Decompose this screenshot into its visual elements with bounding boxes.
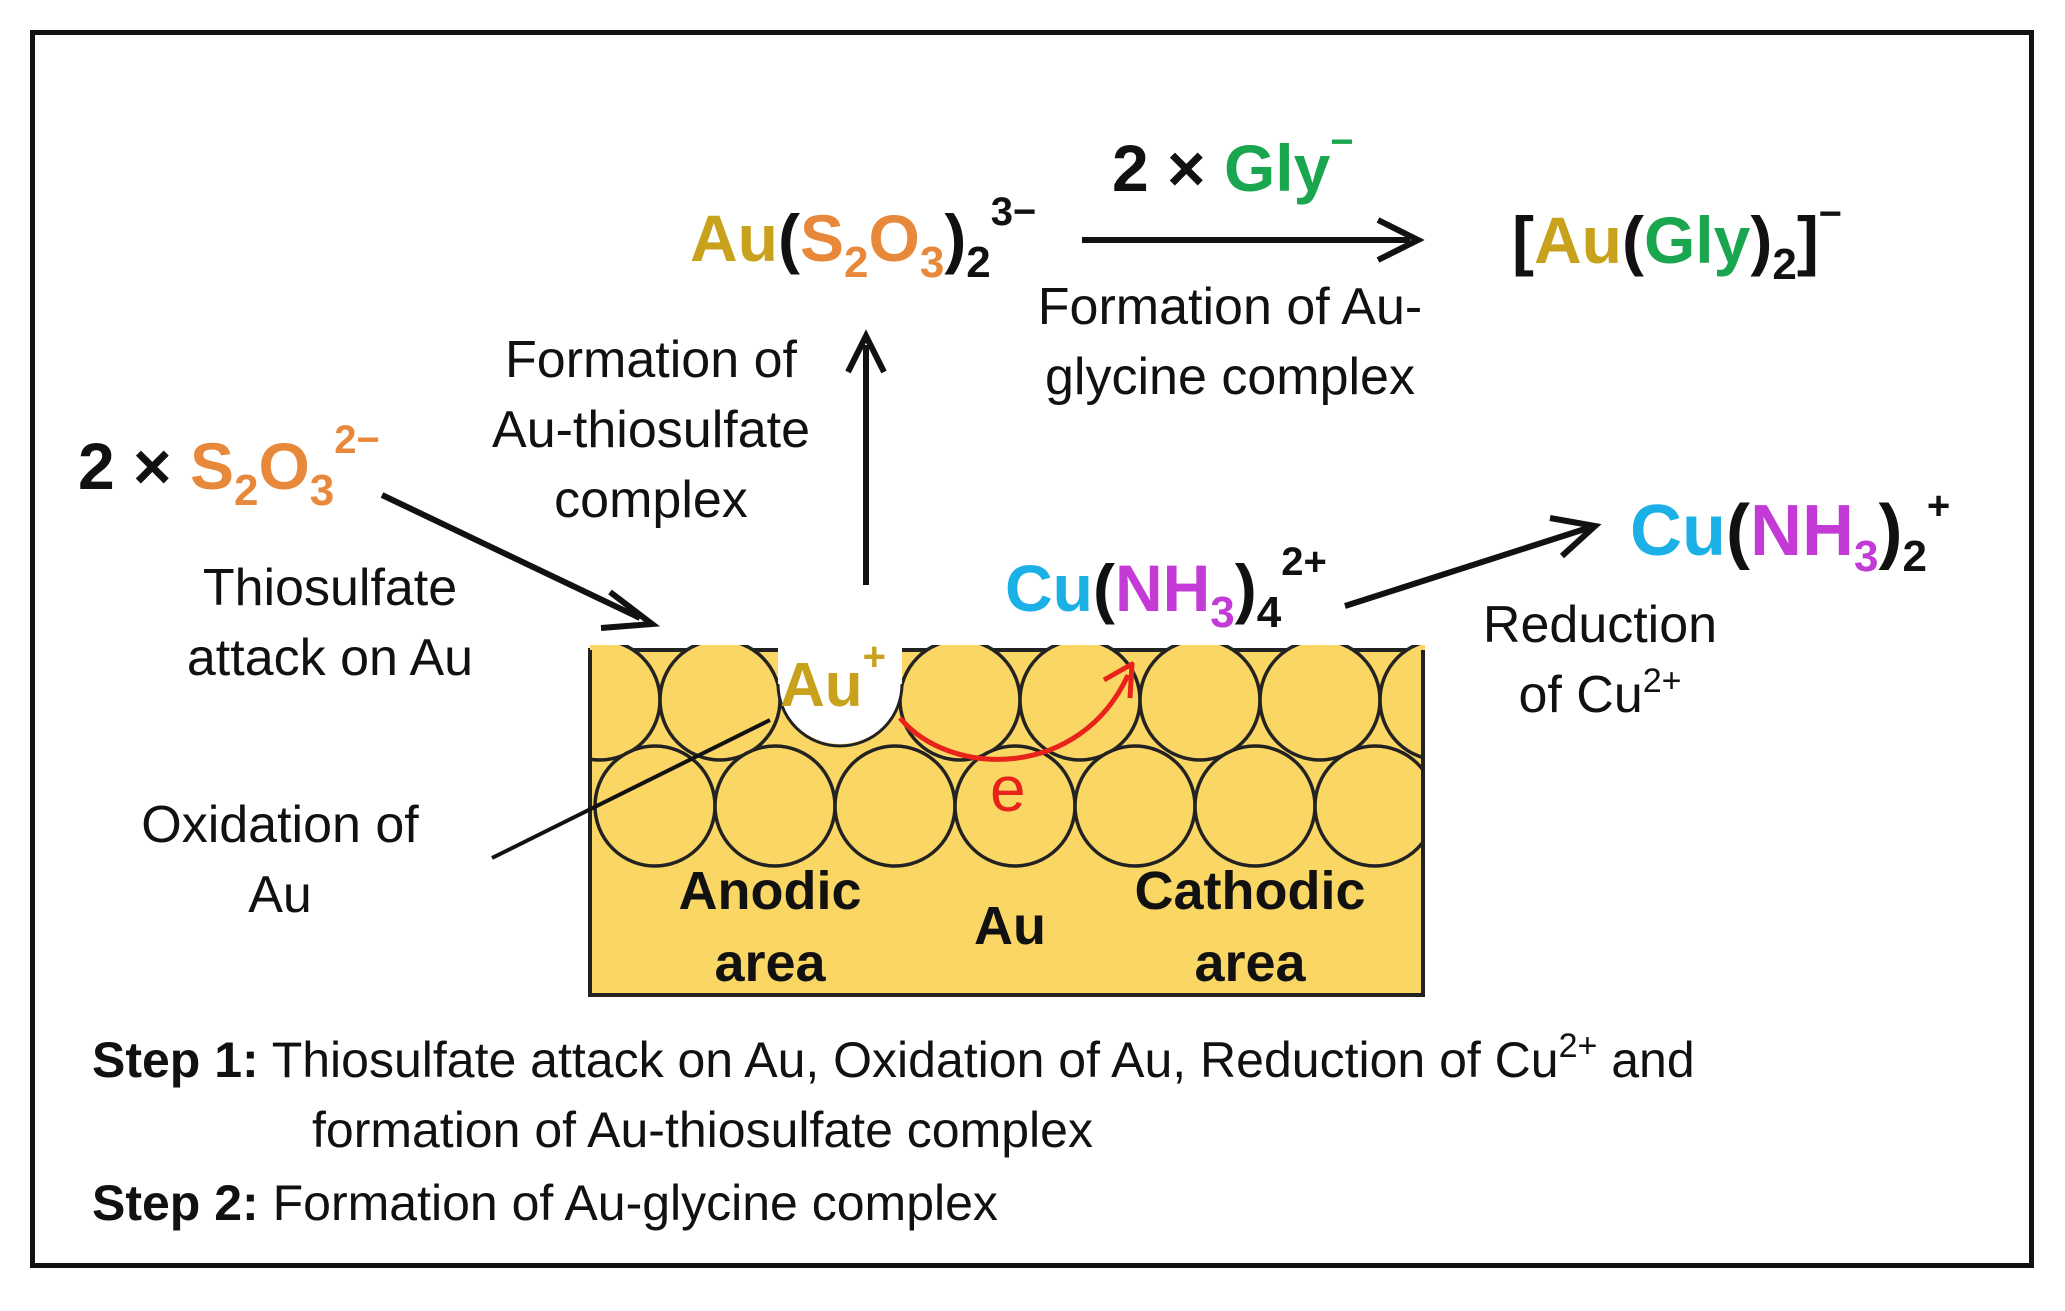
step-1-continued: formation of Au-thiosulfate complex xyxy=(312,1102,1093,1158)
thiosulfate-reagent: 2 × S2O32− xyxy=(78,418,380,515)
step-1-text: Thiosulfate attack on Au, Oxidation of A… xyxy=(271,1032,1559,1088)
gold-atom xyxy=(1138,645,1262,762)
gold-atom xyxy=(1018,645,1142,762)
glycine-formation-line1: Formation of Au- xyxy=(1037,278,1423,336)
electron-arrowhead xyxy=(1102,661,1135,699)
au-thiosulfate-complex: Au(S2O3)23− xyxy=(690,190,1037,287)
thiosulfate-attack-arrowhead xyxy=(600,589,661,631)
thiosulfate-formation-line2: Au-thiosulfate xyxy=(492,401,810,459)
gold-atom xyxy=(898,645,1022,762)
oxidation-line1: Oxidation of xyxy=(141,796,419,854)
step-2: Step 2: Formation of Au-glycine complex xyxy=(92,1168,998,1238)
gold-atom xyxy=(1193,744,1317,868)
gold-atom xyxy=(590,645,662,762)
copper-reduction-line2: of Cu2+ xyxy=(1450,660,1750,730)
glycine-reagent: 2 × Gly− xyxy=(1112,120,1354,205)
thiosulfate-attack-line2: attack on Au xyxy=(186,629,474,687)
surface-outline xyxy=(588,650,1425,997)
step-1-label: Step 1: xyxy=(92,1032,259,1088)
gold-ion-symbol: Au xyxy=(780,651,863,720)
step-2-label: Step 2: xyxy=(92,1175,259,1231)
step-1-charge: 2+ xyxy=(1558,1027,1598,1065)
glycine-formation-line2: glycine complex xyxy=(1045,348,1415,406)
gold-atom xyxy=(593,744,717,868)
glycine-count: 2 × xyxy=(1112,131,1206,205)
anodic-line2: area xyxy=(714,933,826,993)
copper-reduction-line1: Reduction xyxy=(1482,596,1718,654)
oxidation-pointer-line xyxy=(491,718,771,860)
gold-atom xyxy=(658,645,782,762)
anodic-line1: Anodic xyxy=(678,861,862,921)
copper-reduction-arrowhead xyxy=(1549,515,1602,559)
step-1: Step 1: Thiosulfate attack on Au, Oxidat… xyxy=(92,1025,1695,1095)
step-2-text: Formation of Au-glycine complex xyxy=(272,1175,998,1231)
gold-atom xyxy=(833,744,957,868)
thiosulfate-formation-line3: complex xyxy=(554,471,748,529)
thiosulfate-attack-arrow xyxy=(380,492,642,621)
thiosulfate-attack-line1: Thiosulfate xyxy=(202,559,458,617)
glycine-formation-label: Formation of Au- glycine complex xyxy=(1010,272,1450,412)
copper-reduction-charge: 2+ xyxy=(1642,662,1682,700)
gold-atom xyxy=(1258,645,1382,762)
oxidation-label: Oxidation of Au xyxy=(120,790,440,930)
gold-ion: Au+ xyxy=(780,637,886,721)
thiosulfate-count: 2 × xyxy=(78,429,172,503)
vacancy-outline xyxy=(776,683,904,748)
figure-frame xyxy=(30,30,2034,1268)
au-glycine-complex: [Au(Gly)2]− xyxy=(1512,192,1843,289)
copper-reduction-text: of Cu xyxy=(1518,666,1643,724)
thiosulfate-formation-label: Formation of Au-thiosulfate complex xyxy=(466,325,836,535)
cathodic-area-label: Cathodic area xyxy=(1110,855,1390,999)
ligand-exchange-arrowhead xyxy=(1376,217,1425,263)
thiosulfate-formation-line1: Formation of xyxy=(505,331,797,389)
cathodic-line1: Cathodic xyxy=(1134,861,1366,921)
gold-ion-charge: + xyxy=(862,635,887,679)
gold-atom-layers xyxy=(590,645,1425,868)
copper-diammine: Cu(NH3)2+ xyxy=(1630,484,1951,581)
copper-reduction-arrow xyxy=(1344,525,1589,609)
copper-tetraammine: Cu(NH3)42+ xyxy=(1005,540,1327,637)
gold-vacancy xyxy=(778,645,902,744)
gold-atom xyxy=(713,744,837,868)
gold-atom xyxy=(1313,744,1425,868)
gold-bulk-label: Au xyxy=(974,896,1046,956)
thiosulfate-attack-label: Thiosulfate attack on Au xyxy=(160,553,500,693)
gold-atom xyxy=(1378,645,1425,762)
cathodic-line2: area xyxy=(1194,933,1306,993)
step-1-text-end: and xyxy=(1597,1032,1695,1088)
copper-reduction-label: Reduction of Cu2+ xyxy=(1450,590,1750,730)
electron-label: e xyxy=(990,753,1026,825)
oxidation-line2: Au xyxy=(248,866,312,924)
complex-formation-arrowhead xyxy=(845,329,887,374)
anodic-area-label: Anodic area xyxy=(640,855,900,999)
gold-atom xyxy=(1073,744,1197,868)
electron-transfer-arrow xyxy=(898,673,1131,762)
